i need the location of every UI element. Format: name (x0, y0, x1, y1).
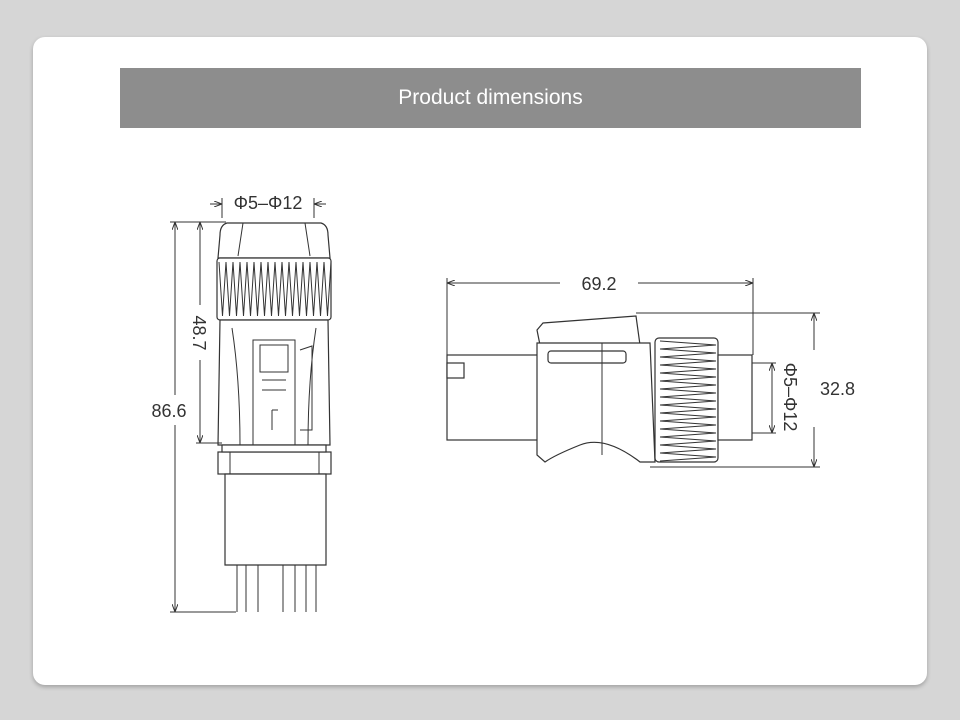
front-cable-diameter-label: Φ5–Φ12 (234, 193, 303, 213)
knurl-pattern (659, 340, 717, 462)
total-length-label: 86.6 (151, 401, 186, 421)
height-label: 32.8 (820, 379, 855, 399)
front-view-dimensions (170, 198, 326, 613)
upper-length-label: 48.7 (189, 315, 209, 350)
page-title: Product dimensions (120, 68, 861, 128)
front-view-connector (216, 222, 332, 612)
side-cable-diameter-label: Φ5–Φ12 (780, 363, 800, 432)
length-label: 69.2 (581, 274, 616, 294)
side-view-connector (446, 315, 753, 463)
knurl-pattern (218, 261, 332, 317)
side-view-dimensions (446, 278, 820, 468)
